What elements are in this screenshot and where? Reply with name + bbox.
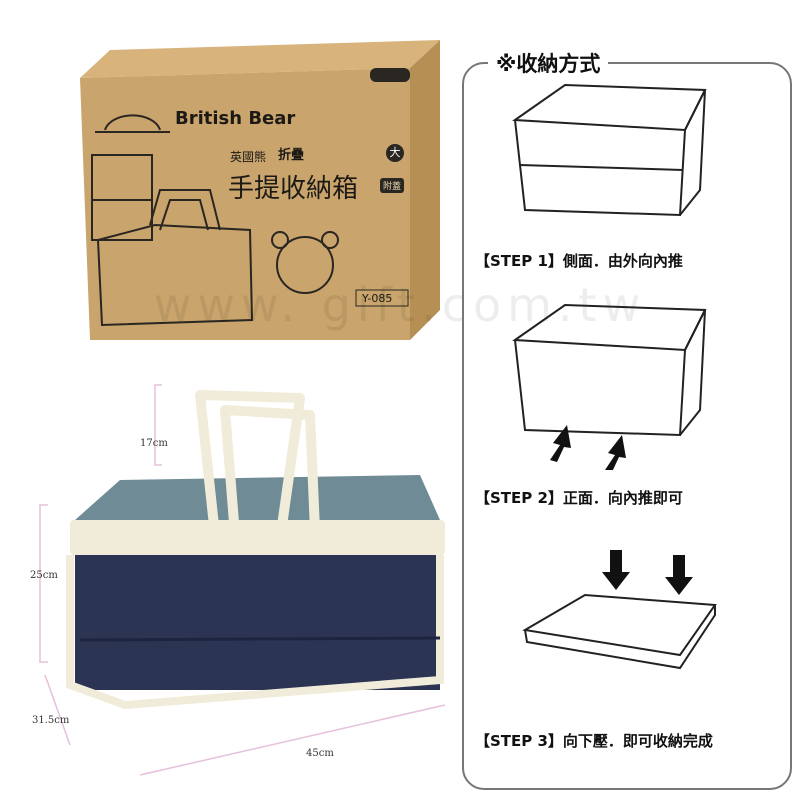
step3-diagram (522, 550, 717, 670)
height-label: 25cm (30, 570, 58, 581)
brand-name: British Bear (175, 108, 296, 129)
size-badge: 大 (386, 144, 404, 162)
storage-box-illustration (39, 384, 446, 776)
width-label: 45cm (306, 748, 334, 759)
package-box: British Bear 英國熊 折疊 大 手提收納箱 附蓋 Y-085 (80, 40, 440, 350)
fold-label: 折疊 (278, 148, 305, 163)
step1-diagram (512, 83, 707, 217)
product-name: 手提收納箱 (228, 174, 359, 204)
instructions-panel (462, 62, 792, 790)
step2-diagram (512, 303, 707, 470)
depth-label: 31.5cm (32, 715, 70, 726)
handle-height-label: 17cm (140, 438, 168, 449)
package-box-illustration (80, 40, 440, 340)
instructions-title: ※收納方式 (488, 48, 609, 78)
product-photo: 17cm 25cm 31.5cm 45cm (30, 370, 460, 790)
watermark: www. gift.com.tw (153, 278, 647, 332)
model-number: Y-085 (362, 292, 393, 305)
step-2-label: 【STEP 2】正面．向內推即可 (475, 489, 683, 507)
step-1-label: 【STEP 1】側面．由外向內推 (475, 252, 683, 270)
brand-subtitle: 英國熊 (230, 150, 267, 164)
lid-badge: 附蓋 (380, 178, 405, 193)
step-3-label: 【STEP 3】向下壓．即可收納完成 (475, 732, 713, 750)
